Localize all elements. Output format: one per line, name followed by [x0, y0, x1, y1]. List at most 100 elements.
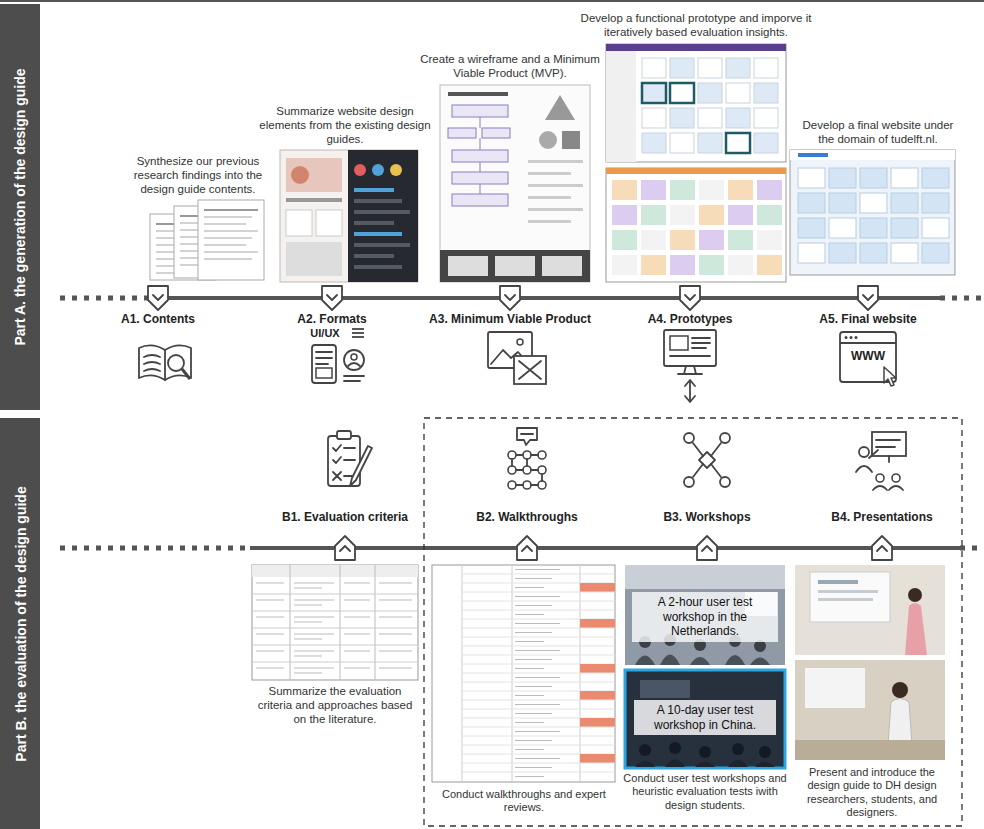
wireframe	[440, 85, 590, 282]
cell-line	[515, 650, 560, 651]
photo-projection	[810, 572, 890, 622]
dark-panel-line	[354, 199, 402, 203]
presenter-body	[888, 699, 912, 746]
table-row	[462, 709, 615, 710]
photo-person-body	[750, 658, 770, 666]
dark-panel-line	[354, 232, 402, 236]
wireframe-link	[480, 184, 481, 194]
wireframe-line	[528, 196, 571, 199]
flow-node	[538, 451, 546, 459]
table-row	[462, 772, 615, 773]
placeholder-card	[514, 356, 546, 384]
person-head	[684, 477, 694, 487]
arrow-head	[685, 380, 695, 386]
cell-line	[515, 623, 560, 624]
website-card	[829, 218, 856, 238]
flagged-cell	[580, 718, 615, 727]
wireframe-link	[480, 162, 481, 172]
table-row	[462, 745, 615, 746]
wireframe-thumb	[542, 256, 582, 276]
collage-card	[286, 210, 312, 236]
photo-screen	[640, 680, 690, 698]
cell-line	[515, 677, 560, 678]
stage-label: B2. Walkthroughs	[476, 510, 578, 524]
clipboard-clip	[337, 431, 351, 439]
prototype-card	[757, 230, 782, 250]
prototype-card	[754, 83, 778, 103]
paper-line	[204, 230, 258, 232]
stage-label: UI/UX	[310, 327, 339, 339]
part-band: Part A. the generation of the design gui…	[0, 4, 40, 410]
design-guide-collage	[280, 150, 418, 282]
photo-person-body	[690, 657, 710, 665]
prototype-card	[670, 180, 695, 200]
cell-line	[515, 686, 552, 687]
wireframe-thumb	[448, 256, 488, 276]
slide-line	[818, 590, 878, 593]
cell-line	[515, 776, 544, 777]
cell-line	[294, 600, 334, 601]
cell-line	[379, 651, 412, 652]
prototype-card	[726, 108, 750, 128]
hamburger-line	[352, 332, 364, 334]
prototype-card	[698, 133, 722, 153]
timeline-b	[60, 536, 984, 560]
milestone-marker	[335, 536, 355, 560]
flagged-cell	[580, 619, 615, 628]
prototype-card	[612, 255, 637, 275]
dotted-line	[960, 546, 984, 551]
prototype-card	[698, 58, 722, 78]
panel-block	[316, 368, 332, 378]
collage-card	[286, 242, 342, 276]
prototype-card	[726, 83, 750, 103]
double-arrow	[685, 380, 695, 402]
table-frame	[432, 565, 615, 782]
caption-text: Conduct walkthroughs and expert reviews.	[442, 788, 606, 813]
website-card	[829, 168, 856, 188]
cell-line	[256, 617, 284, 618]
label-box: Conduct user test workshops and heuristi…	[618, 772, 792, 812]
marker-shield	[680, 286, 700, 310]
dotted-line	[60, 296, 158, 301]
flagged-cell	[580, 691, 615, 700]
cell-line	[515, 695, 544, 696]
label-box: A3. Minimum Viable Product	[410, 312, 610, 327]
prototype-card	[728, 230, 753, 250]
milestone-marker	[517, 536, 537, 560]
timeline-line	[250, 546, 960, 550]
magnifier-lens	[168, 355, 184, 371]
prototype-card	[757, 205, 782, 225]
cell-line	[515, 614, 544, 615]
prototype-card	[754, 133, 778, 153]
browser-dot	[845, 336, 848, 339]
wireframe-triangle	[545, 95, 575, 120]
browser-icon	[840, 332, 896, 386]
table-row	[462, 727, 615, 728]
website-card	[860, 218, 887, 238]
table-frame	[252, 565, 418, 680]
prototype-card	[670, 83, 694, 103]
website-logo-bar	[798, 153, 828, 157]
marker-shield	[335, 536, 355, 560]
screen-image	[670, 336, 688, 350]
table-row	[462, 700, 615, 701]
book-outline	[139, 345, 191, 380]
prototype-card	[699, 230, 724, 250]
marker-shield	[500, 286, 520, 310]
flow-node	[538, 481, 546, 489]
label-box: A1. Contents	[98, 312, 218, 327]
cell-line	[515, 767, 552, 768]
audience-head	[892, 474, 900, 482]
prototype-card	[642, 83, 666, 103]
label-box: Create a wireframe and a Minimum Viable …	[420, 52, 600, 80]
stage-label: A3. Minimum Viable Product	[429, 312, 591, 326]
prototype-card	[754, 58, 778, 78]
prototype-card	[670, 205, 695, 225]
table-row	[252, 611, 418, 612]
speech-bubble	[517, 428, 537, 445]
flow-link	[516, 469, 538, 471]
flow-node	[538, 466, 546, 474]
audience-body	[873, 486, 903, 490]
milestone-marker	[322, 286, 342, 310]
